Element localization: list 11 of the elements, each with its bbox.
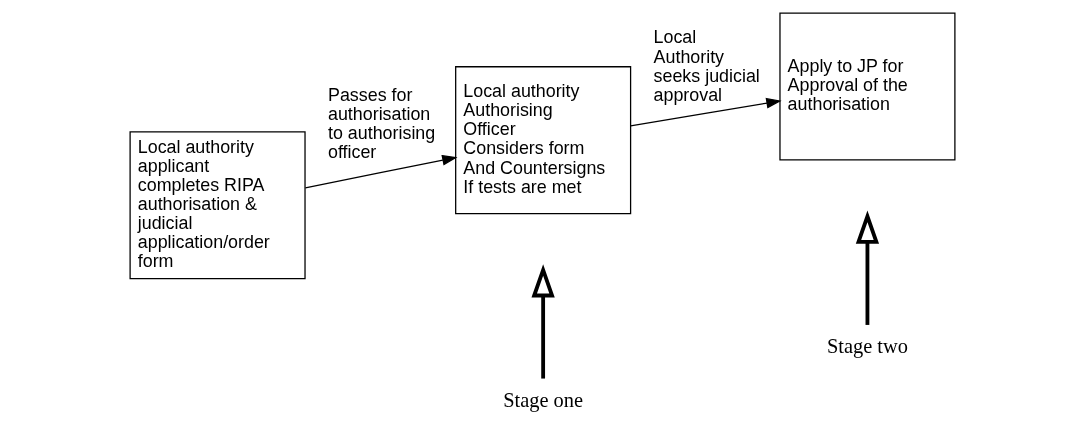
edge-label: Local Authority seeks judicial approval — [653, 27, 760, 105]
node-box: Local authority applicant completes RIPA authorisation & judicial application/order form — [129, 131, 306, 280]
node-box: Local authority Authorising Officer Considers form And Countersigns If tests are met — [455, 66, 632, 215]
node-box: Apply to JP for Approval of the authorisation — [779, 12, 956, 161]
node-text: Stage two — [826, 335, 908, 358]
arrow — [531, 264, 555, 379]
arrow — [630, 97, 782, 127]
edge-label: Passes for authorisation to authorising officer — [328, 84, 436, 163]
arrow — [304, 154, 458, 189]
node-text: Stage one — [503, 388, 584, 411]
arrow — [855, 210, 880, 325]
